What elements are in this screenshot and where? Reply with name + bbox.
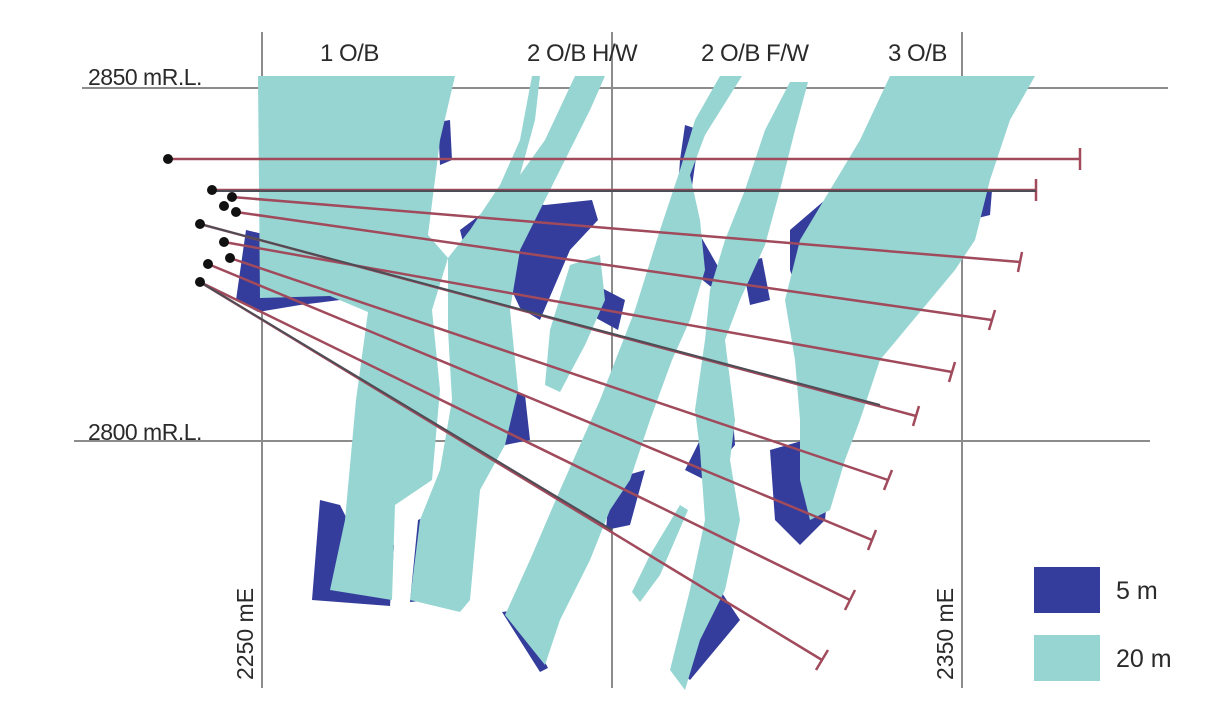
drillhole-9 (199, 280, 851, 602)
legend-label-5m: 5 m (1116, 577, 1158, 605)
ob2fw-sliver-20m (632, 505, 688, 602)
collar-5 (231, 207, 241, 217)
legend-swatch-5m (1034, 567, 1100, 613)
collar-7 (219, 237, 229, 247)
orebody-label-4: 3 O/B (888, 40, 947, 67)
legend-swatch-20m (1034, 635, 1100, 681)
end-tick-3 (1016, 251, 1024, 273)
dark-section-lines (199, 190, 1036, 531)
orebody-label-3: 2 O/B F/W (701, 40, 809, 67)
rl-label-2850: 2850 mR.L. (88, 64, 202, 90)
end-tick-5 (947, 361, 957, 383)
collar-1 (163, 154, 173, 164)
orebody-label-2: 2 O/B H/W (527, 40, 638, 67)
collar-10 (195, 277, 205, 287)
easting-label-2250: 2250 mE (232, 587, 258, 680)
collar-9 (203, 259, 213, 269)
orebody-label-1: 1 O/B (320, 40, 379, 67)
ob2fw-toe-5m (680, 590, 740, 680)
drillhole-7 (229, 256, 889, 482)
legend-label-20m: 20 m (1116, 645, 1172, 673)
zone-20m (258, 76, 1035, 690)
drillhole-4 (235, 210, 993, 322)
collar-6 (195, 219, 205, 229)
dark-line-3 (199, 281, 613, 531)
collars (163, 154, 241, 287)
dark-line-2 (199, 223, 881, 406)
drillhole-8 (207, 262, 873, 542)
collar-2 (207, 185, 217, 195)
ob2hw-fw-body-20m (505, 76, 742, 665)
ob3-body-20m (785, 76, 1035, 520)
end-tick-7 (882, 469, 894, 491)
easting-label-2350: 2350 mE (932, 587, 958, 680)
end-tick-8 (866, 529, 878, 551)
end-tick-9 (843, 589, 857, 611)
ob2hw-body-20m (410, 76, 605, 612)
end-tick-4 (987, 309, 997, 331)
drillhole-end-ticks (814, 148, 1082, 671)
drillhole-3 (231, 195, 1021, 264)
end-tick-6 (911, 405, 921, 427)
rl-label-2800: 2800 mR.L. (88, 419, 202, 445)
end-tick-10 (814, 649, 830, 671)
collar-4 (219, 201, 229, 211)
collar-8 (225, 253, 235, 263)
collar-3 (227, 192, 237, 202)
ob1-body-20m (258, 76, 455, 600)
ob2fw-body-20m (670, 82, 808, 690)
